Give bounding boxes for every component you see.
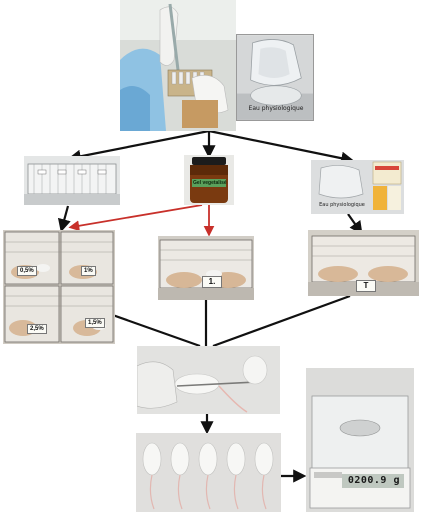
dose-groups-cages-photo: 0,5% 1% 2,5% 1,5% [3, 230, 115, 344]
arrow-saline-to-control [347, 213, 363, 235]
mice-row-photo [136, 433, 281, 512]
dose-label-3: 2,5% [27, 324, 47, 334]
dose-label-1: 0,5% [17, 266, 37, 276]
mouse-handling-photo [137, 346, 280, 414]
arrow-hub-to-cages [67, 129, 210, 163]
arrow-jar-to-dose [68, 204, 203, 232]
dose-label-2: 1% [81, 266, 96, 276]
saline-bottle-caption: Eau physiologique [319, 202, 365, 208]
cage-icon [158, 236, 254, 300]
compound-jar-photo: Gel vegetalisé [184, 155, 234, 205]
arrow-hub-to-saline [208, 129, 355, 165]
test-group-label: 1. [202, 276, 222, 288]
mice-row-icon [136, 433, 281, 512]
test-group-cage-photo: 1. [158, 236, 254, 300]
arrow-control-to-handling [212, 294, 351, 348]
control-group-label: T [356, 280, 376, 292]
jar-label: Gel vegetalisé [192, 179, 227, 187]
lab-bench-photo [120, 0, 236, 131]
balance-photo: 0200.9 g [306, 368, 414, 512]
saline-inset-caption: Eau physiologique [248, 105, 304, 112]
mouse-gavage-icon [137, 346, 280, 414]
saline-bottle-icon [311, 160, 404, 214]
saline-inset-photo: Eau physiologique [236, 34, 314, 121]
arrow-cages-to-dose [57, 205, 71, 233]
dose-label-4: 1,5% [85, 318, 105, 328]
scale-icon [306, 368, 414, 512]
saline-bag-icon [237, 35, 313, 120]
gloved-hands-pipetting-icon [120, 0, 236, 131]
saline-bottle-photo: Eau physiologique [311, 160, 404, 214]
empty-cages-photo [24, 156, 120, 205]
empty-cage-icon [24, 156, 120, 205]
control-group-cage-photo: T [308, 230, 419, 296]
balance-display: 0200.9 g [342, 474, 404, 488]
